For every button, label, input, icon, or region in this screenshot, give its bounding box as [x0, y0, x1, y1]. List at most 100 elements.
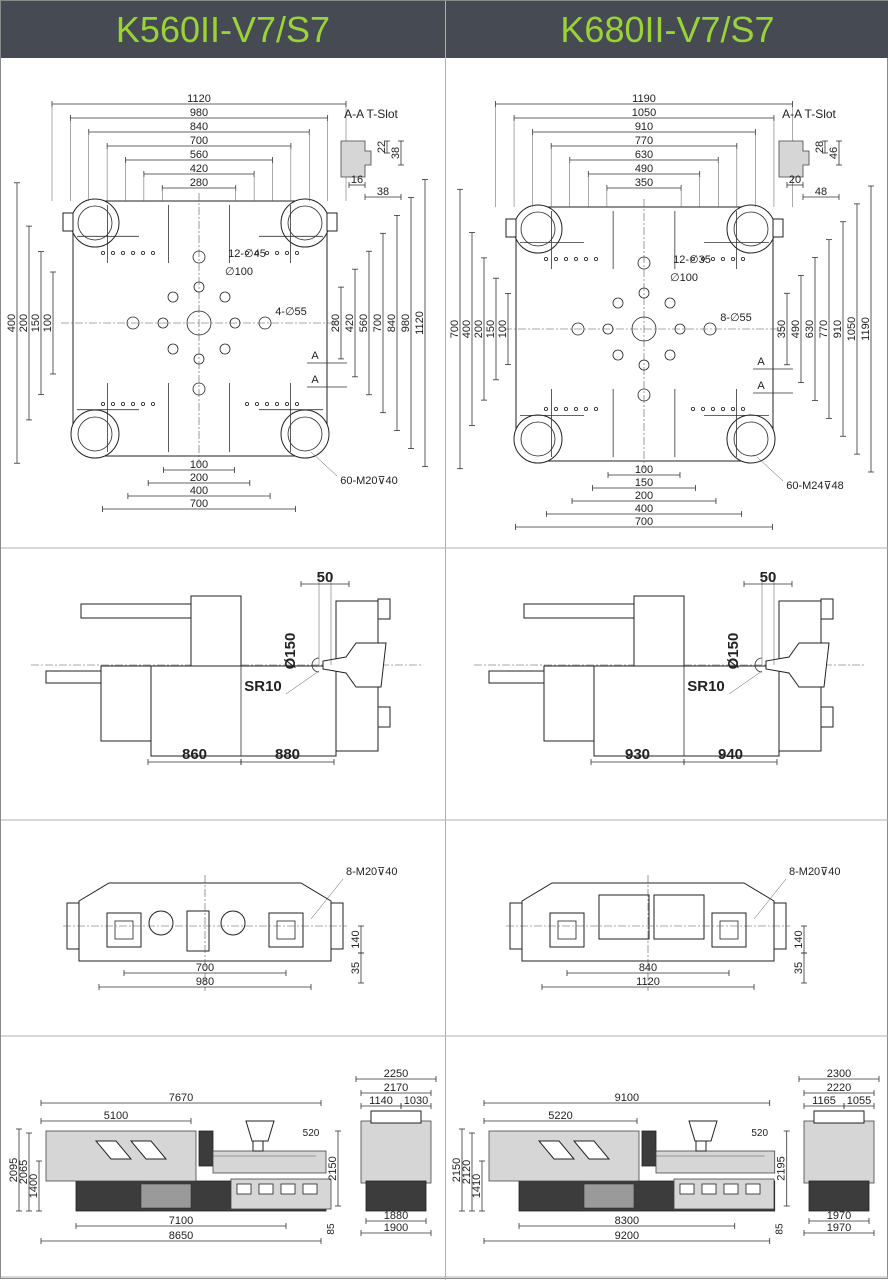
- dimension-label: 9200: [615, 1230, 639, 1242]
- dimension-label: 400: [190, 485, 208, 497]
- screw-hole: [741, 256, 746, 261]
- dimension-label: 1190: [860, 317, 872, 341]
- dimension-label: 1165: [812, 1095, 836, 1107]
- screw-hole: [101, 250, 106, 255]
- tie-bar: [80, 603, 192, 619]
- dimension-label: 46: [828, 147, 840, 159]
- model-title-right: K680II-V7/S7: [446, 1, 888, 58]
- dimension-label: 490: [635, 163, 653, 175]
- guard-window: [129, 1140, 168, 1160]
- end-view-base: [808, 1180, 870, 1212]
- dimension-label: 840: [190, 121, 208, 133]
- screw-hole: [574, 256, 579, 261]
- screw-hole: [731, 406, 736, 411]
- base-panel: [140, 1183, 192, 1209]
- tie-bar-hole: [520, 211, 556, 247]
- dimension-label: 9100: [615, 1092, 639, 1104]
- dimension-label: 630: [635, 149, 653, 161]
- dimension-label: 280: [190, 177, 208, 189]
- screw-hole: [574, 406, 579, 411]
- tie-bar-hole: [287, 205, 323, 241]
- screw-hole: [284, 250, 289, 255]
- guard-window: [572, 1140, 611, 1160]
- injection-unit: [212, 1150, 327, 1174]
- dimension-label: 840: [639, 962, 657, 974]
- dimension-label: 200: [18, 314, 30, 332]
- dimension-label: 1970: [827, 1210, 851, 1222]
- ejector-slot: [114, 920, 134, 940]
- end-view-guard: [803, 1120, 875, 1184]
- t-slot-title: A-A T-Slot: [344, 107, 398, 121]
- dimension-label: 1880: [384, 1210, 408, 1222]
- callout-label: 4-∅55: [275, 306, 307, 318]
- dimension-label: 50: [760, 569, 777, 586]
- center-web: [186, 910, 210, 952]
- dimension-label: 770: [635, 135, 653, 147]
- dimension-label: 840: [386, 314, 398, 332]
- platen-lug: [820, 706, 834, 728]
- tie-bar-hole: [520, 421, 556, 457]
- dimension-label: 880: [275, 746, 300, 763]
- dimension-label: 1190: [632, 93, 656, 105]
- dimension-label: 100: [497, 320, 509, 338]
- dimension-label: 910: [832, 320, 844, 338]
- screw-hole: [564, 406, 569, 411]
- screw-hole: [274, 250, 279, 255]
- ejector-hole: [219, 343, 231, 355]
- callout-label: 12-∅35: [673, 254, 711, 266]
- dimension-label: 200: [190, 472, 208, 484]
- screw-hole: [701, 256, 706, 261]
- injection-unit: [655, 1150, 776, 1174]
- dimension-label: 28: [814, 141, 826, 153]
- dimension-label: 35: [793, 962, 805, 974]
- dimension-label: 2150: [327, 1156, 339, 1180]
- hopper-neck: [695, 1140, 707, 1152]
- dimension-label: 35: [350, 962, 362, 974]
- screw-hole: [721, 256, 726, 261]
- dimension-label: 1970: [827, 1222, 851, 1234]
- cabinet-door: [236, 1183, 252, 1195]
- ejector-hole: [612, 349, 624, 361]
- dimension-label: 1400: [28, 1174, 40, 1198]
- screw-hole: [544, 256, 549, 261]
- thread-note: 8-M20⊽40: [789, 866, 840, 878]
- end-view-guard: [360, 1120, 432, 1184]
- dimension-label: 2250: [384, 1068, 408, 1080]
- dimension-label: 980: [196, 976, 214, 988]
- dimension-label: 1050: [846, 317, 858, 341]
- dimension-label: 400: [6, 314, 18, 332]
- leader-line: [310, 878, 344, 920]
- screw-hole: [111, 250, 116, 255]
- cylinder-end: [148, 910, 174, 936]
- dimension-label: 100: [42, 314, 54, 332]
- machine-drawing-right: 9100522052021502120141021958300920085230…: [451, 1068, 880, 1244]
- screw-hole: [121, 401, 126, 406]
- callout-label: ∅100: [670, 272, 698, 284]
- dimension-label: 2195: [776, 1156, 788, 1180]
- end-view-top: [370, 1110, 422, 1124]
- screw-hole: [284, 401, 289, 406]
- section-mark: A: [757, 380, 765, 392]
- platen-lug: [377, 706, 391, 728]
- end-view-base: [365, 1180, 427, 1212]
- radius-label: SR10: [687, 678, 725, 695]
- dimension-label: 38: [377, 186, 389, 198]
- ejector-slot: [276, 920, 296, 940]
- dimension-label: 280: [330, 314, 342, 332]
- dimension-label: 520: [303, 1128, 320, 1139]
- dimension-label: 150: [30, 314, 42, 332]
- dimension-label: 770: [818, 320, 830, 338]
- cabinet-door: [302, 1183, 318, 1195]
- dimension-label: 140: [793, 930, 805, 948]
- tie-bar-hole: [733, 421, 769, 457]
- dimension-label: 22: [376, 141, 388, 153]
- cabinet-door: [679, 1183, 695, 1195]
- dimension-label: 490: [790, 320, 802, 338]
- dimension-label: 1050: [632, 107, 656, 119]
- screw-hole: [294, 401, 299, 406]
- dimension-label: 940: [718, 746, 743, 763]
- cabinet-door: [745, 1183, 761, 1195]
- screw-hole: [254, 250, 259, 255]
